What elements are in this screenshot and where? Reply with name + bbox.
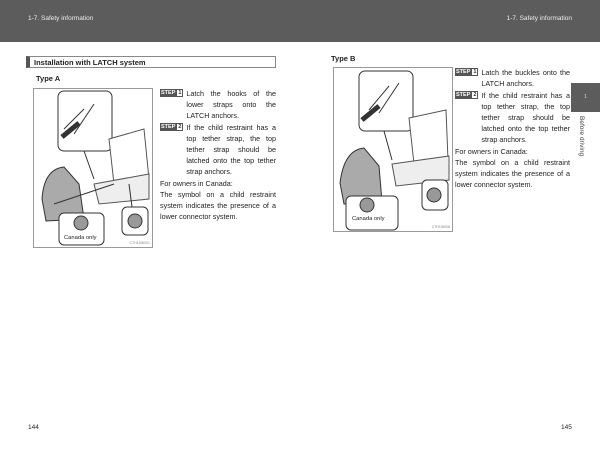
header-right: 1-7. Safety information <box>506 15 572 22</box>
step-text: Latch the buckles onto the LATCH anchors… <box>481 68 570 88</box>
step-badge-number: 1 <box>471 68 479 76</box>
figure-code: CTH1AW001 <box>129 241 151 245</box>
step-badge-number: 2 <box>471 91 479 99</box>
figure-caption: Canada only <box>352 216 385 222</box>
page-number-right: 145 <box>561 424 572 431</box>
figure-code: CTH1W008 <box>431 225 450 229</box>
header-left: 1-7. Safety information <box>28 15 94 22</box>
page-number-left: 144 <box>28 424 39 431</box>
child-seat-illustration <box>41 90 150 246</box>
step-badge-label: STEP <box>455 68 472 76</box>
type-b-label: Type B <box>331 54 356 63</box>
type-a-label: Type A <box>36 74 61 83</box>
figure-type-b: Canada only CTH1W008 <box>333 67 453 232</box>
step-badge-label: STEP <box>160 123 177 131</box>
child-seat-illustration <box>339 70 450 231</box>
figure-caption: Canada only <box>64 235 97 241</box>
step-badge-number: 2 <box>176 123 184 131</box>
chapter-label: Before driving <box>578 116 585 157</box>
figure-type-a: Canada only CTH1AW001 <box>33 88 153 248</box>
canada-text: The symbol on a child restraint system i… <box>455 158 570 189</box>
step-badge-label: STEP <box>160 89 177 97</box>
step-text: Latch the hooks of the lower straps onto… <box>186 89 276 120</box>
step-badge-number: 1 <box>176 89 184 97</box>
chapter-tab[interactable]: 1 <box>571 83 600 112</box>
page-header: 1-7. Safety information 1-7. Safety info… <box>0 0 600 42</box>
canada-title: For owners in Canada: <box>455 147 528 156</box>
step-text: If the child restraint has a top tether … <box>186 123 276 176</box>
step-badge-label: STEP <box>455 91 472 99</box>
canada-title: For owners in Canada: <box>160 179 233 188</box>
step-text: If the child restraint has a top tether … <box>481 91 570 144</box>
canada-text: The symbol on a child restraint system i… <box>160 190 276 221</box>
section-title: Installation with LATCH system <box>26 56 276 68</box>
